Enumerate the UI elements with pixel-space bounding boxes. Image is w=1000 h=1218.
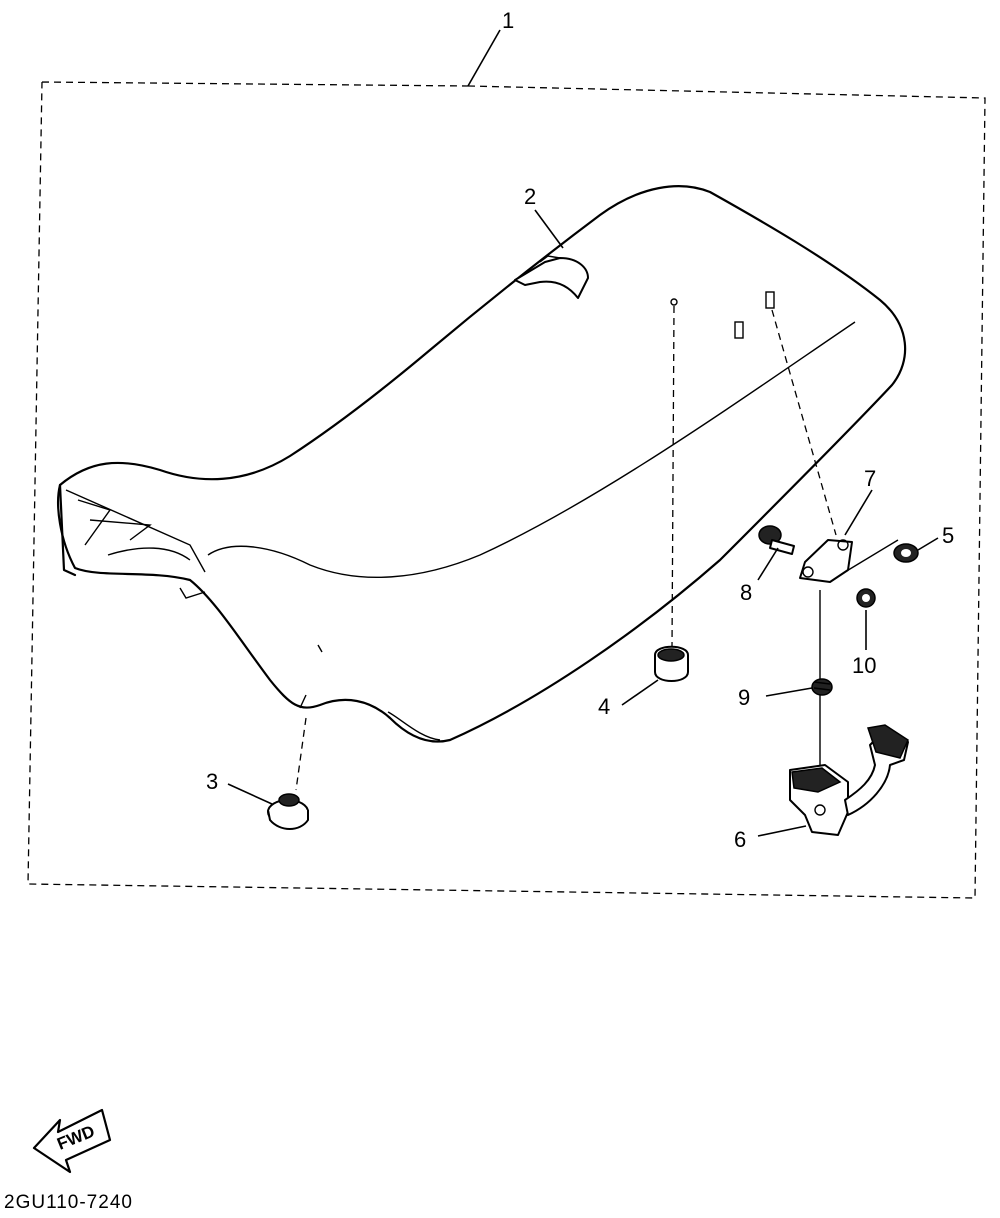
callout-8: 8 <box>740 580 752 605</box>
leader-3 <box>227 783 273 805</box>
spring-9 <box>811 678 833 696</box>
assembly-line-3 <box>295 717 307 791</box>
leader-8 <box>757 547 779 581</box>
leader-1 <box>467 29 501 87</box>
diagram-ref: 2GU110-7240 <box>4 1192 133 1213</box>
nut-10 <box>856 588 876 608</box>
callout-7: 7 <box>864 466 876 491</box>
leader-2 <box>534 209 564 249</box>
assembly-boundary <box>27 81 986 899</box>
fwd-arrow-icon: FWD <box>32 1108 112 1174</box>
callout-3: 3 <box>206 769 218 794</box>
assembly-line-4 <box>671 305 675 649</box>
bracket-7 <box>799 539 853 583</box>
callout-2: 2 <box>524 184 536 209</box>
grommet-5 <box>893 543 919 563</box>
callout-10: 10 <box>852 653 876 678</box>
callout-1: 1 <box>502 8 514 33</box>
seat-body <box>57 185 907 743</box>
assembly-line-5 <box>839 539 899 576</box>
callout-5: 5 <box>942 523 954 548</box>
callout-9: 9 <box>738 685 750 710</box>
damper-4 <box>654 645 689 682</box>
assembly-line-7 <box>771 309 837 536</box>
damper-3 <box>267 793 309 830</box>
leader-4 <box>621 679 659 706</box>
callout-6: 6 <box>734 827 746 852</box>
lock-lever-6 <box>789 724 909 836</box>
leader-6 <box>757 825 807 837</box>
bolt-8 <box>758 525 795 555</box>
leader-9 <box>765 687 813 697</box>
leader-5 <box>917 537 939 551</box>
leader-7 <box>844 489 873 536</box>
callout-4: 4 <box>598 694 610 719</box>
